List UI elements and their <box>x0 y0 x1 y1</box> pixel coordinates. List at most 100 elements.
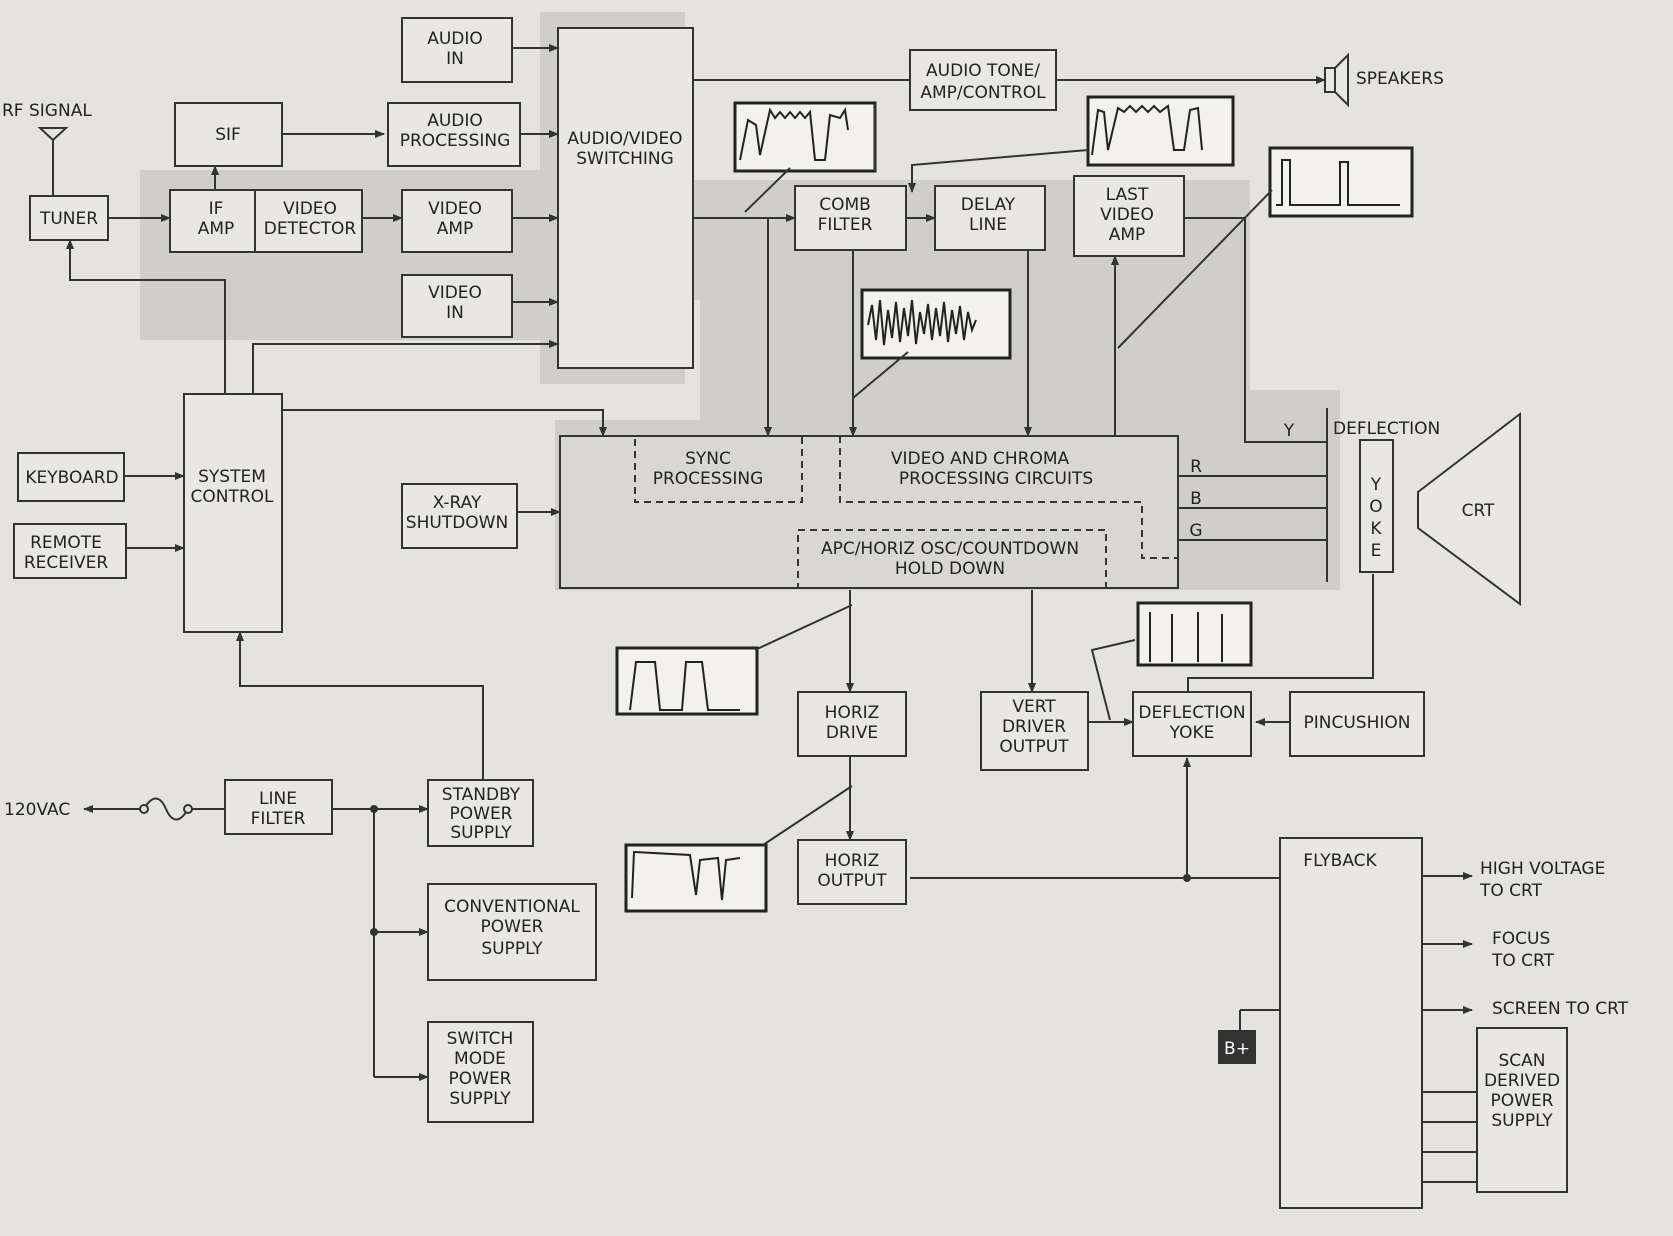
b-signal-label: B <box>1190 489 1202 509</box>
yoke-letter-2: O <box>1369 497 1382 517</box>
flyback-block <box>1279 837 1423 1209</box>
switch-mode-ps-label-1: SWITCH <box>447 1029 514 1049</box>
video-detector-label-1: VIDEO <box>283 199 337 219</box>
pincushion-label: PINCUSHION <box>1304 713 1411 733</box>
screen-label: SCREEN TO CRT <box>1492 999 1629 1019</box>
av-switching-label-1: AUDIO/VIDEO <box>567 129 682 149</box>
sif-block <box>174 102 283 167</box>
labels: RF SIGNAL TUNER SIF IF AMP VIDEO DETECTO… <box>2 29 1629 1131</box>
focus-label-2: TO CRT <box>1491 951 1555 971</box>
video-amp-label-2: AMP <box>437 219 474 239</box>
waveform-composite-video-2 <box>1086 95 1235 167</box>
scan-derived-ps-label-2: DERIVED <box>1484 1071 1560 1091</box>
horiz-drive-label-2: DRIVE <box>826 723 878 743</box>
video-detector-label-2: DETECTOR <box>264 219 357 239</box>
vert-driver-label-1: VERT <box>1012 697 1056 717</box>
delay-line-block <box>934 185 1046 251</box>
audio-processing-label-2: PROCESSING <box>400 131 511 151</box>
audio-in-label-1: AUDIO <box>427 29 483 49</box>
y-signal-label: Y <box>1283 421 1295 441</box>
r-signal-label: R <box>1190 457 1202 477</box>
sif-label: SIF <box>215 125 241 145</box>
last-video-amp-label-2: VIDEO <box>1100 205 1154 225</box>
yoke-letter-4: E <box>1371 541 1382 561</box>
last-video-amp-label-3: AMP <box>1109 225 1146 245</box>
waveform-square-sync <box>615 646 759 716</box>
xray-shutdown-label-2: SHUTDOWN <box>406 513 508 533</box>
waveform-insets <box>615 95 1414 913</box>
waveform-deflection <box>1136 601 1253 667</box>
vert-driver-label-3: OUTPUT <box>999 737 1069 757</box>
waveform-pulse-crt <box>1268 146 1414 218</box>
remote-receiver-label-2: RECEIVER <box>24 553 109 573</box>
blocks <box>13 17 1568 1209</box>
tuner-block <box>29 195 109 241</box>
video-detector-block <box>254 189 363 253</box>
keyboard-label: KEYBOARD <box>25 468 118 488</box>
sync-processing-block <box>634 435 803 503</box>
scan-derived-ps-label-4: SUPPLY <box>1491 1111 1553 1131</box>
comb-filter-label-1: COMB <box>819 195 871 215</box>
waveform-horiz-output <box>624 843 768 913</box>
horiz-output-block <box>797 839 907 905</box>
processing-circuits-block <box>559 435 1179 589</box>
system-control-label-2: CONTROL <box>190 487 274 507</box>
horiz-drive-label-1: HORIZ <box>825 703 880 723</box>
pincushion-block <box>1289 691 1425 757</box>
switch-mode-ps-label-4: SUPPLY <box>449 1089 511 1109</box>
standby-ps-label-1: STANDBY <box>442 785 521 805</box>
keyboard-block <box>17 452 125 502</box>
flyback-label: FLYBACK <box>1303 851 1377 871</box>
comb-filter-block <box>794 185 907 251</box>
comb-filter-label-2: FILTER <box>818 215 873 235</box>
apc-label-2: HOLD DOWN <box>895 559 1005 579</box>
waveform-video-noise <box>860 288 1012 360</box>
xray-shutdown-block <box>401 483 518 549</box>
speakers-label: SPEAKERS <box>1356 69 1444 89</box>
standby-ps-block <box>427 779 534 847</box>
crt-block <box>1417 411 1521 606</box>
vert-driver-label-2: DRIVER <box>1002 717 1066 737</box>
line-filter-label-2: FILTER <box>251 809 306 829</box>
scan-derived-ps-label-3: POWER <box>1491 1091 1554 1111</box>
switch-mode-ps-label-2: MODE <box>454 1049 506 1069</box>
system-control-label-1: SYSTEM <box>198 467 266 487</box>
vert-driver-block <box>980 691 1089 771</box>
audio-tone-label-1: AUDIO TONE/ <box>926 61 1040 81</box>
g-signal-label: G <box>1189 521 1202 541</box>
sync-processing-label-2: PROCESSING <box>653 469 764 489</box>
audio-tone-label-2: AMP/CONTROL <box>920 83 1046 103</box>
if-amp-block <box>169 189 256 253</box>
ac-in-label: 120VAC <box>4 800 70 820</box>
deflection-yoke-block <box>1132 691 1252 757</box>
audio-in-block <box>401 17 513 83</box>
high-voltage-label-1: HIGH VOLTAGE <box>1480 859 1605 879</box>
switch-mode-ps-label-3: POWER <box>449 1069 512 1089</box>
last-video-amp-block <box>1073 175 1185 257</box>
scan-derived-ps-block <box>1476 1027 1568 1193</box>
horiz-output-label-1: HORIZ <box>825 851 880 871</box>
system-control-block <box>183 393 283 633</box>
deflection-label: DEFLECTION <box>1333 419 1440 439</box>
audio-processing-block <box>387 102 521 167</box>
deflection-yoke-label-2: YOKE <box>1169 723 1215 743</box>
video-chroma-label-1: VIDEO AND CHROMA <box>891 449 1070 469</box>
av-switching-label-2: SWITCHING <box>576 149 674 169</box>
apc-label-1: APC/HORIZ OSC/COUNTDOWN <box>821 539 1079 559</box>
switch-mode-ps-block <box>427 1021 534 1123</box>
deflection-yoke-label-1: DEFLECTION <box>1138 703 1245 723</box>
focus-label-1: FOCUS <box>1492 929 1550 949</box>
remote-receiver-label-1: REMOTE <box>30 533 102 553</box>
video-amp-block <box>401 189 513 253</box>
conventional-ps-block <box>427 883 597 981</box>
video-amp-label-1: VIDEO <box>428 199 482 219</box>
yoke-block <box>1359 439 1394 573</box>
line-filter-block <box>224 779 333 835</box>
if-amp-label-1: IF <box>209 199 224 219</box>
sync-processing-label-1: SYNC <box>685 449 731 469</box>
rf-signal-label: RF SIGNAL <box>2 101 92 121</box>
crt-label: CRT <box>1462 501 1495 521</box>
yoke-letter-3: K <box>1370 519 1382 539</box>
conventional-ps-label-1: CONVENTIONAL <box>444 897 580 917</box>
